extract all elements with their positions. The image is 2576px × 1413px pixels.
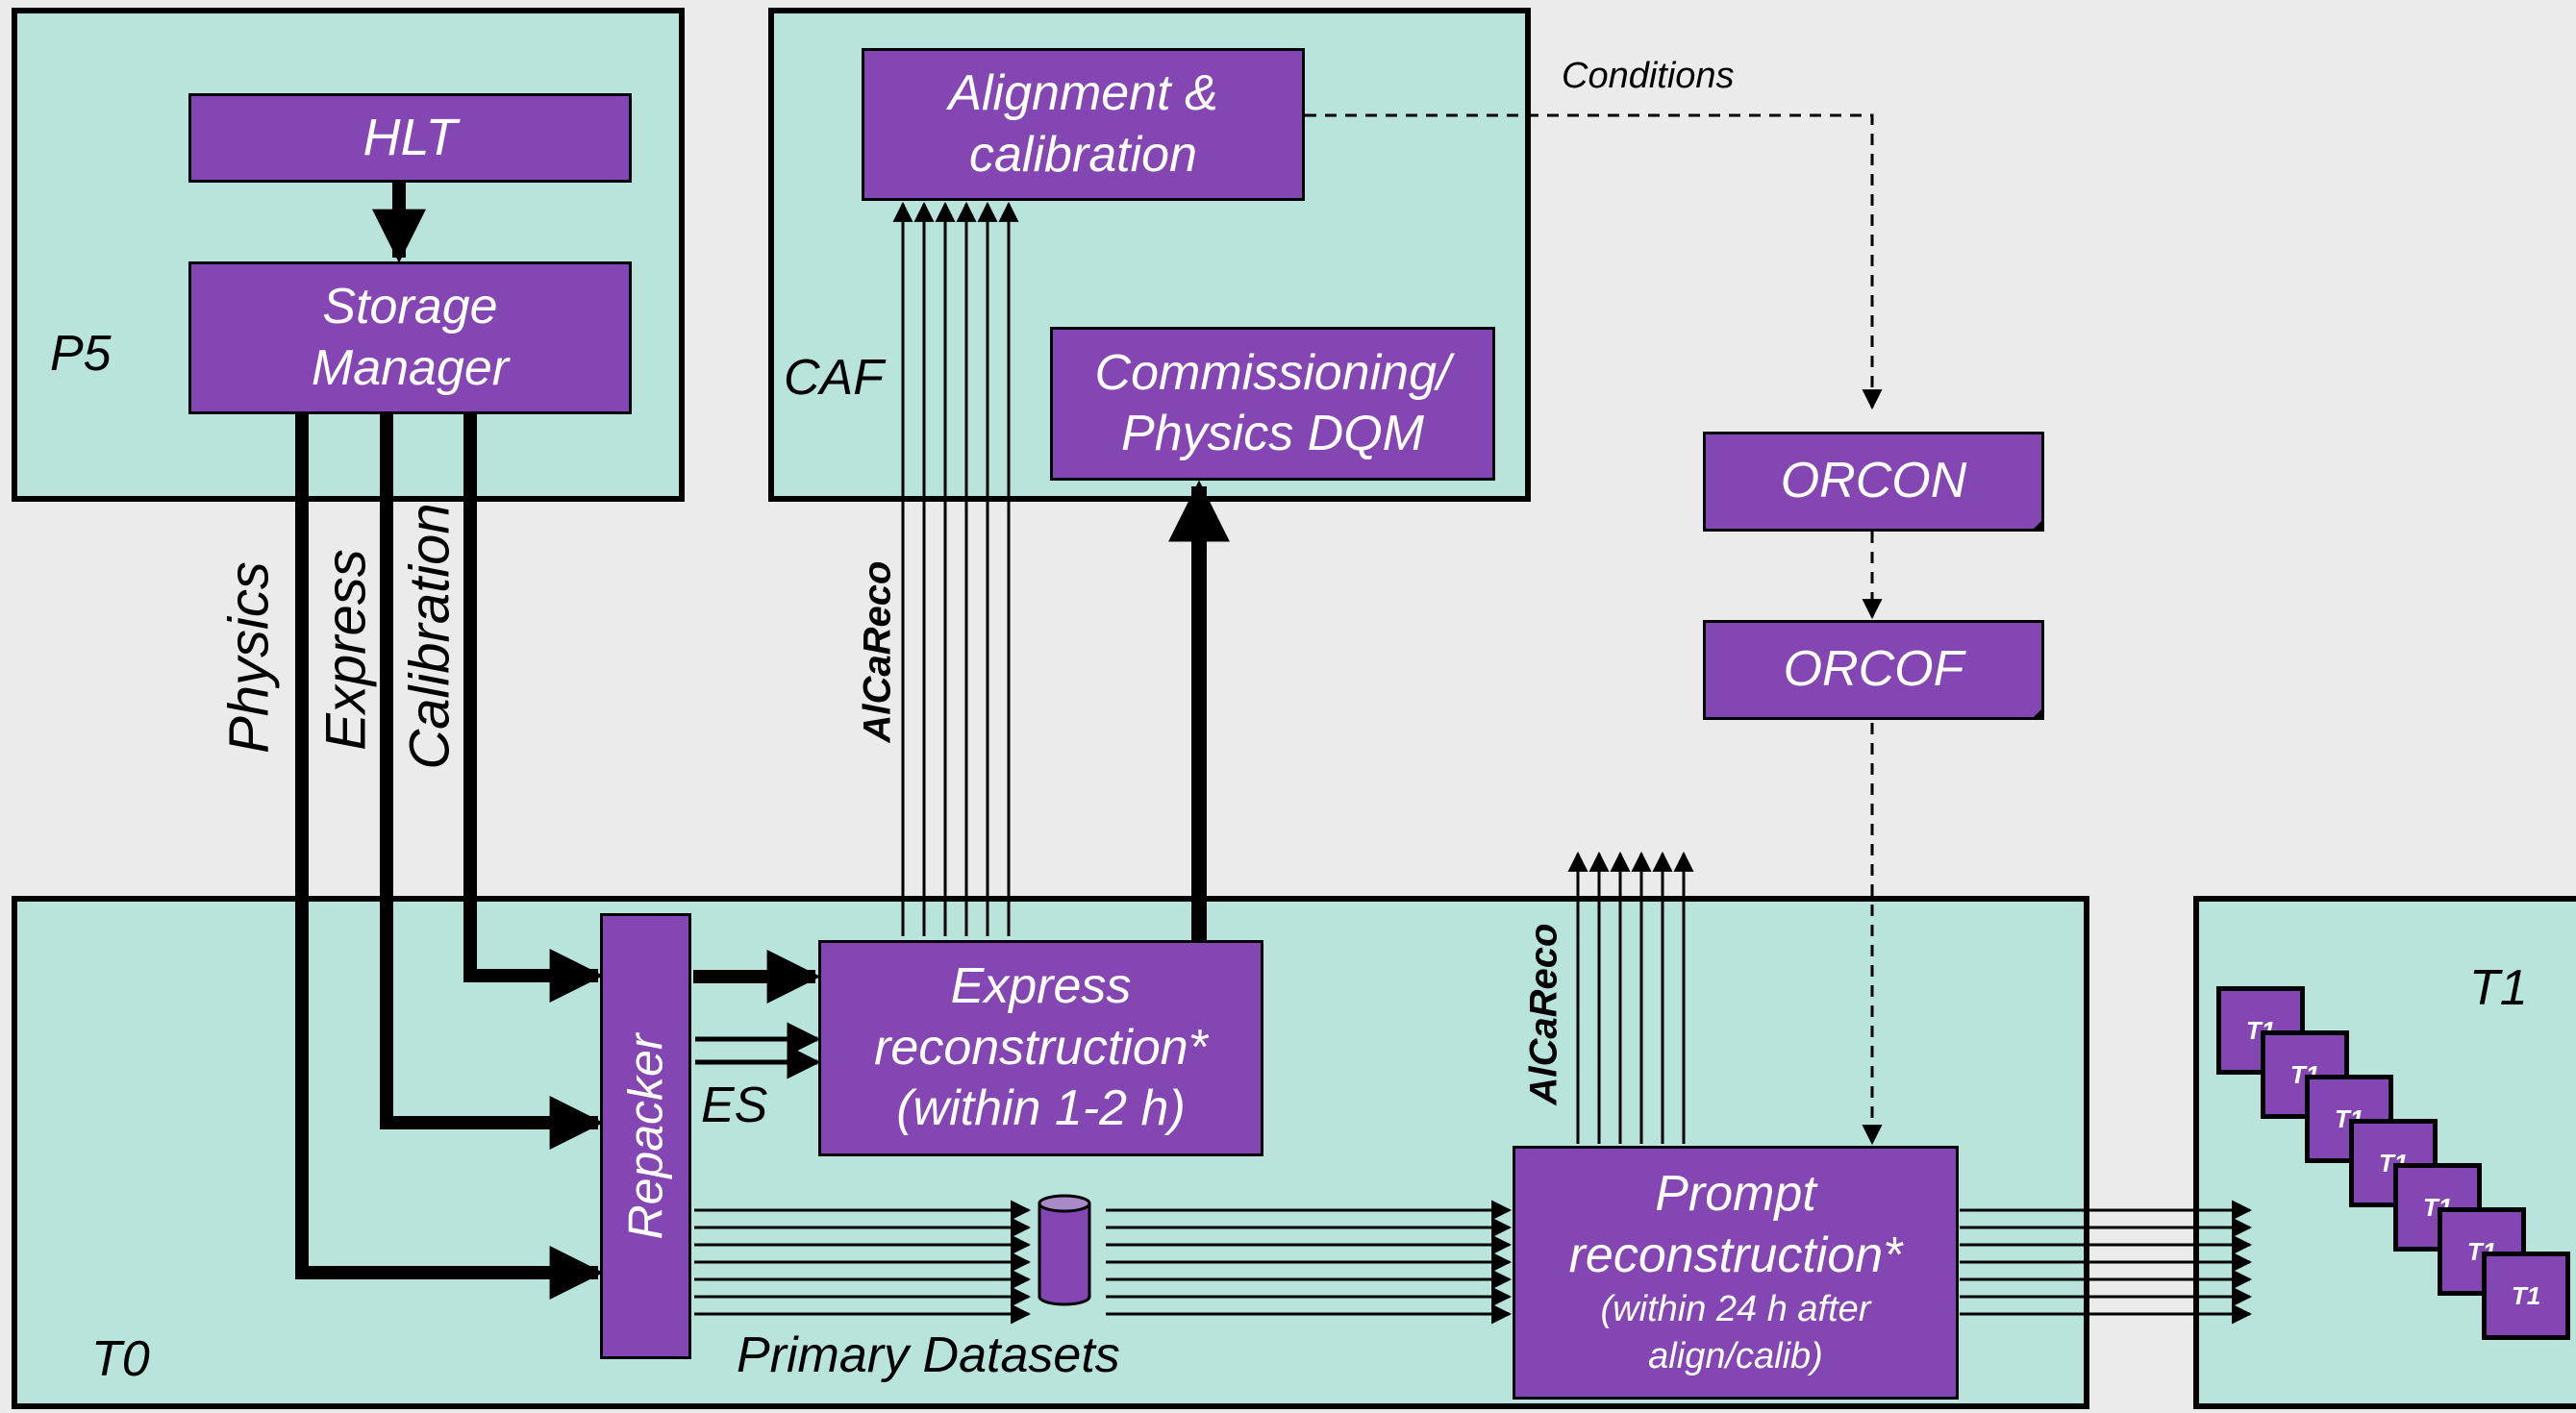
prompt-reco-line2: reconstruction*	[1568, 1227, 1903, 1283]
dqm-line1: Commissioning/	[1094, 344, 1451, 401]
calibration-stream-arrow	[463, 413, 604, 1003]
storage-manager-line2: Manager	[311, 339, 510, 396]
t1-tile: T1	[2482, 1252, 2570, 1340]
prompt-to-t1-lines	[1960, 1200, 2253, 1325]
dqm-line2: Physics DQM	[1121, 406, 1424, 461]
commissioning-dqm-box: Commissioning/ Physics DQM	[1050, 327, 1495, 481]
primary-datasets-label: Primary Datasets	[737, 1327, 1120, 1383]
p5-label: P5	[50, 326, 112, 382]
physics-stream-label: Physics	[217, 561, 281, 754]
orcof-box: ORCOF	[1703, 620, 2044, 720]
express-reco-line1: Express	[950, 958, 1132, 1015]
alignment-line1: Alignment &	[948, 65, 1218, 122]
storage-manager-line1: Storage	[322, 279, 498, 335]
alcareco-express-label: AlCaReco	[856, 560, 899, 743]
t1-label: T1	[2469, 960, 2528, 1016]
alcareco-prompt-lines	[1567, 851, 1694, 1144]
prompt-reco-note-line1: (within 24 h after	[1600, 1289, 1871, 1330]
prompt-reco-line1: Prompt	[1655, 1166, 1816, 1223]
alcareco-prompt-label: AlCaReco	[1522, 923, 1565, 1105]
express-stream-label: Express	[314, 549, 378, 751]
alignment-line2: calibration	[968, 126, 1198, 183]
storage-manager-box: Storage Manager	[188, 261, 632, 414]
dataset-cylinder-icon	[1038, 1194, 1091, 1306]
p5-region	[12, 8, 685, 502]
hlt-label: HLT	[363, 108, 458, 166]
express-stream-arrow	[380, 413, 604, 1150]
orcof-corner	[2031, 706, 2044, 720]
repacker-to-dataset-lines	[694, 1200, 1032, 1325]
dataset-to-prompt-lines	[1106, 1200, 1513, 1325]
hlt-box: HLT	[188, 93, 632, 183]
es-label: ES	[701, 1078, 768, 1133]
orcon-corner	[2031, 518, 2044, 532]
express-reco-line2: reconstruction*	[874, 1019, 1208, 1076]
prompt-reconstruction-box: Prompt reconstruction* (within 24 h afte…	[1513, 1146, 1959, 1400]
conditions-label: Conditions	[1562, 56, 1735, 96]
prompt-reco-note-line2: align/calib)	[1648, 1336, 1823, 1377]
calibration-stream-label: Calibration	[398, 503, 462, 770]
conditions-arrow	[1305, 113, 1883, 410]
physics-stream-arrow	[295, 413, 604, 1300]
orcon-label: ORCON	[1780, 453, 1967, 509]
express-reconstruction-box: Express reconstruction* (within 1-2 h)	[818, 940, 1263, 1156]
alcareco-express-lines	[892, 201, 1019, 936]
t0-label: T0	[91, 1331, 150, 1387]
express-reco-line3: (within 1-2 h)	[896, 1080, 1186, 1137]
orcon-box: ORCON	[1703, 432, 2044, 532]
orcof-label: ORCOF	[1783, 641, 1964, 698]
caf-label: CAF	[784, 350, 884, 406]
repacker-box: Repacker	[600, 913, 691, 1359]
alignment-calibration-box: Alignment & calibration	[862, 48, 1305, 201]
